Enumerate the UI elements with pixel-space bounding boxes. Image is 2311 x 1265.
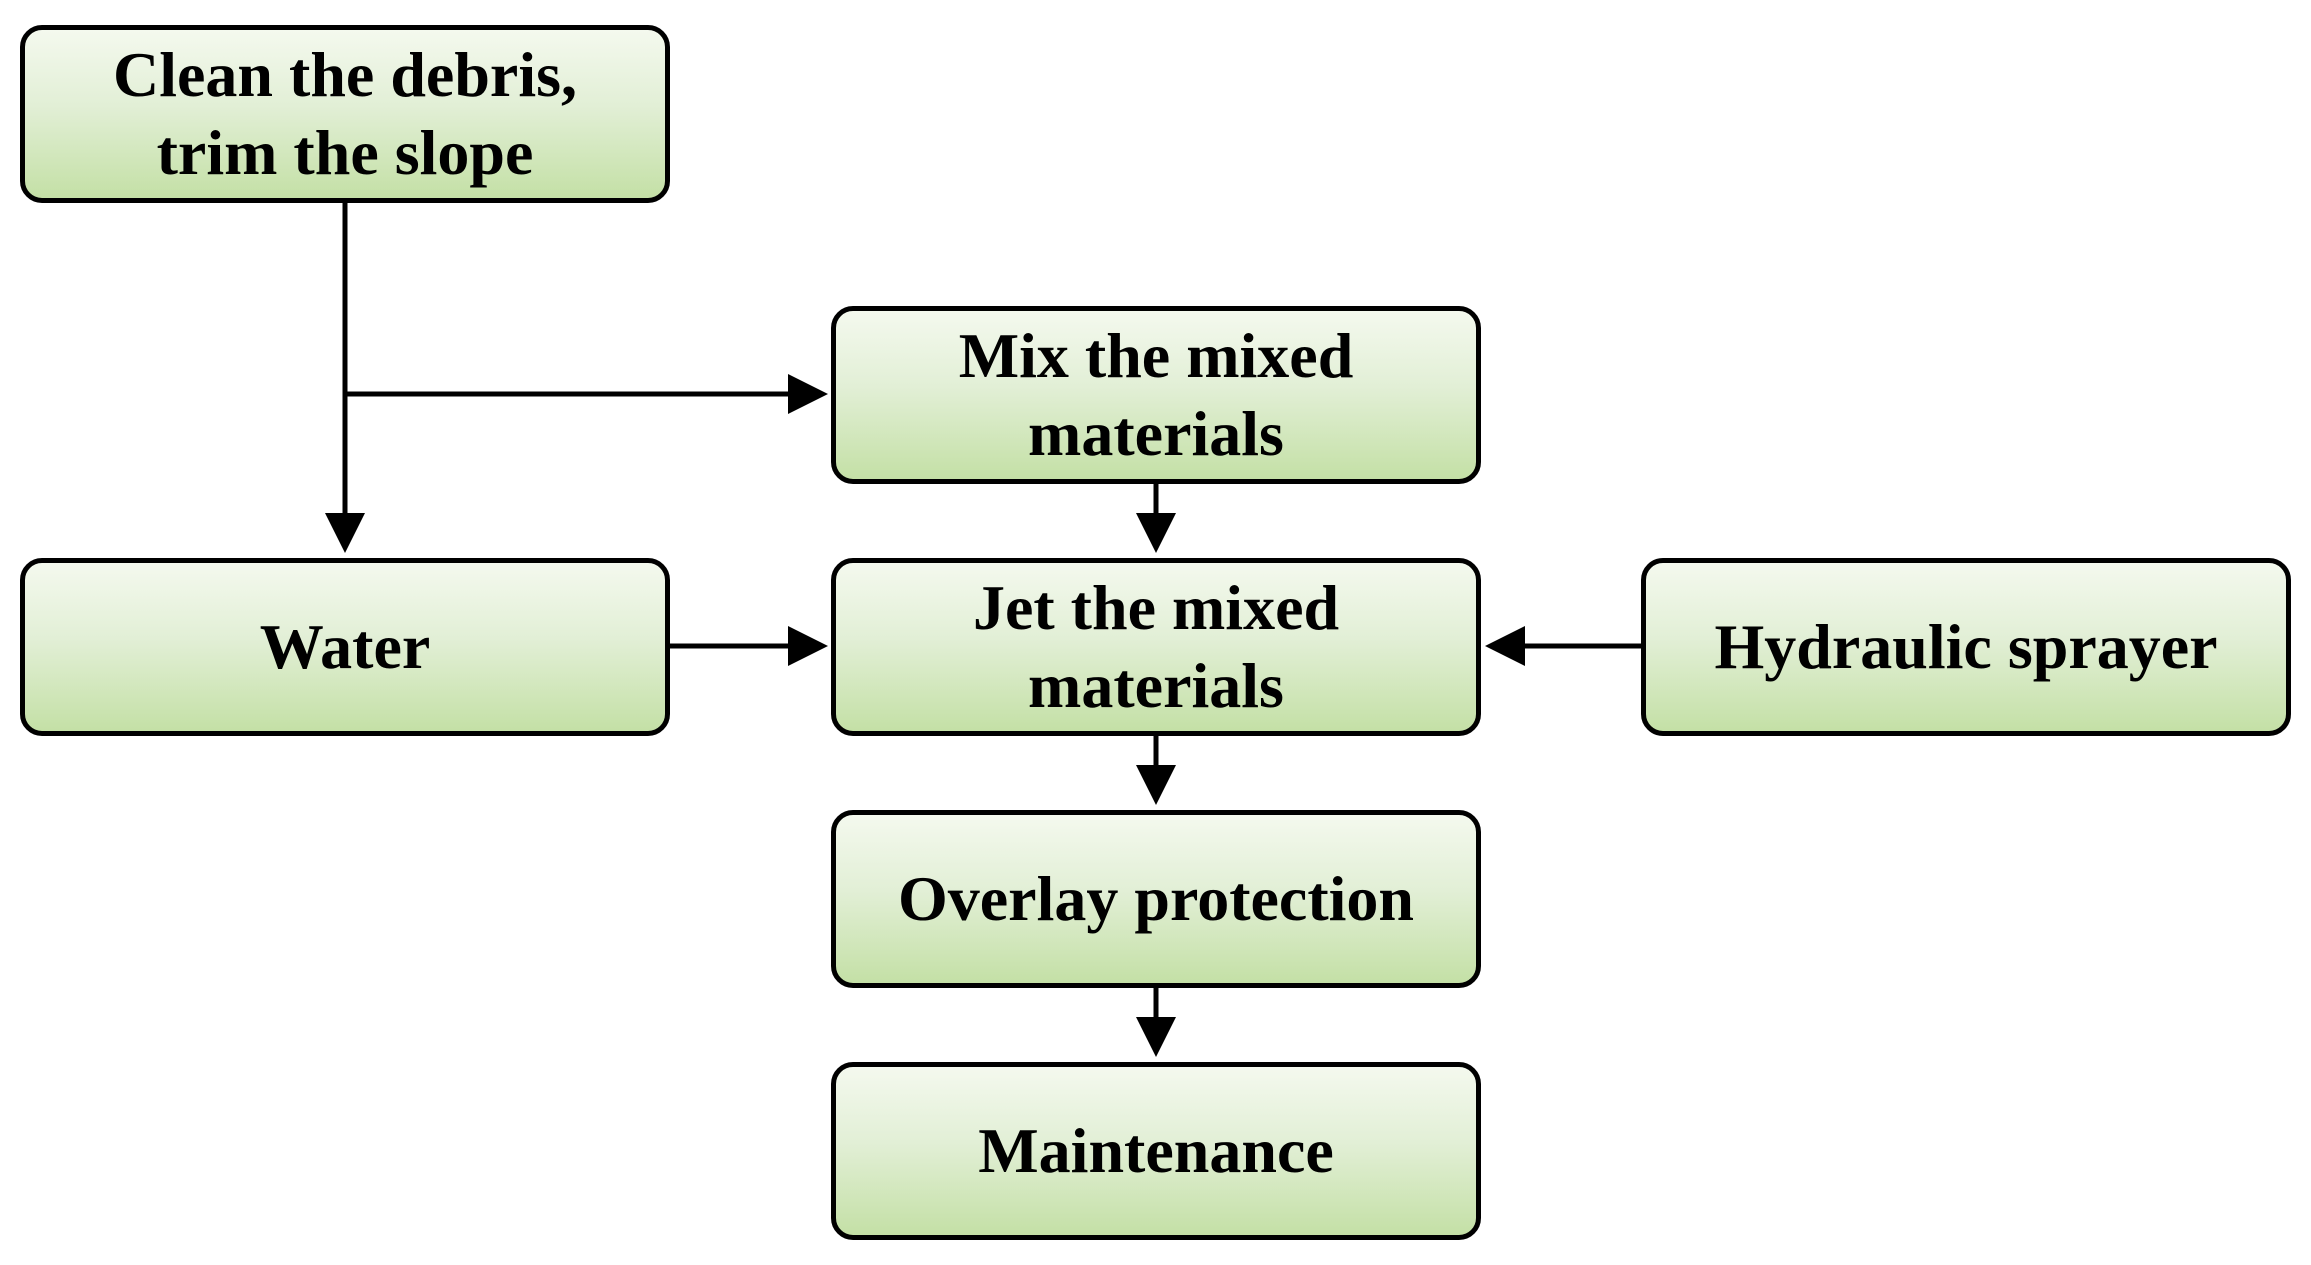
node-overlay-protection-label: Overlay protection <box>897 863 1415 934</box>
node-water-label: Water <box>259 611 431 682</box>
node-jet-materials-label: Jet the mixed materials <box>972 572 1340 721</box>
node-overlay-protection: Overlay protection <box>831 810 1481 988</box>
node-maintenance-label: Maintenance <box>978 1115 1334 1186</box>
node-jet-materials: Jet the mixed materials <box>831 558 1481 736</box>
node-maintenance: Maintenance <box>831 1062 1481 1240</box>
node-clean-debris: Clean the debris, trim the slope <box>20 25 670 203</box>
node-mix-materials-label: Mix the mixed materials <box>958 320 1354 469</box>
node-mix-materials: Mix the mixed materials <box>831 306 1481 484</box>
node-clean-debris-label: Clean the debris, trim the slope <box>113 39 577 188</box>
node-hydraulic-sprayer: Hydraulic sprayer <box>1641 558 2291 736</box>
node-hydraulic-sprayer-label: Hydraulic sprayer <box>1714 611 2218 682</box>
node-water: Water <box>20 558 670 736</box>
